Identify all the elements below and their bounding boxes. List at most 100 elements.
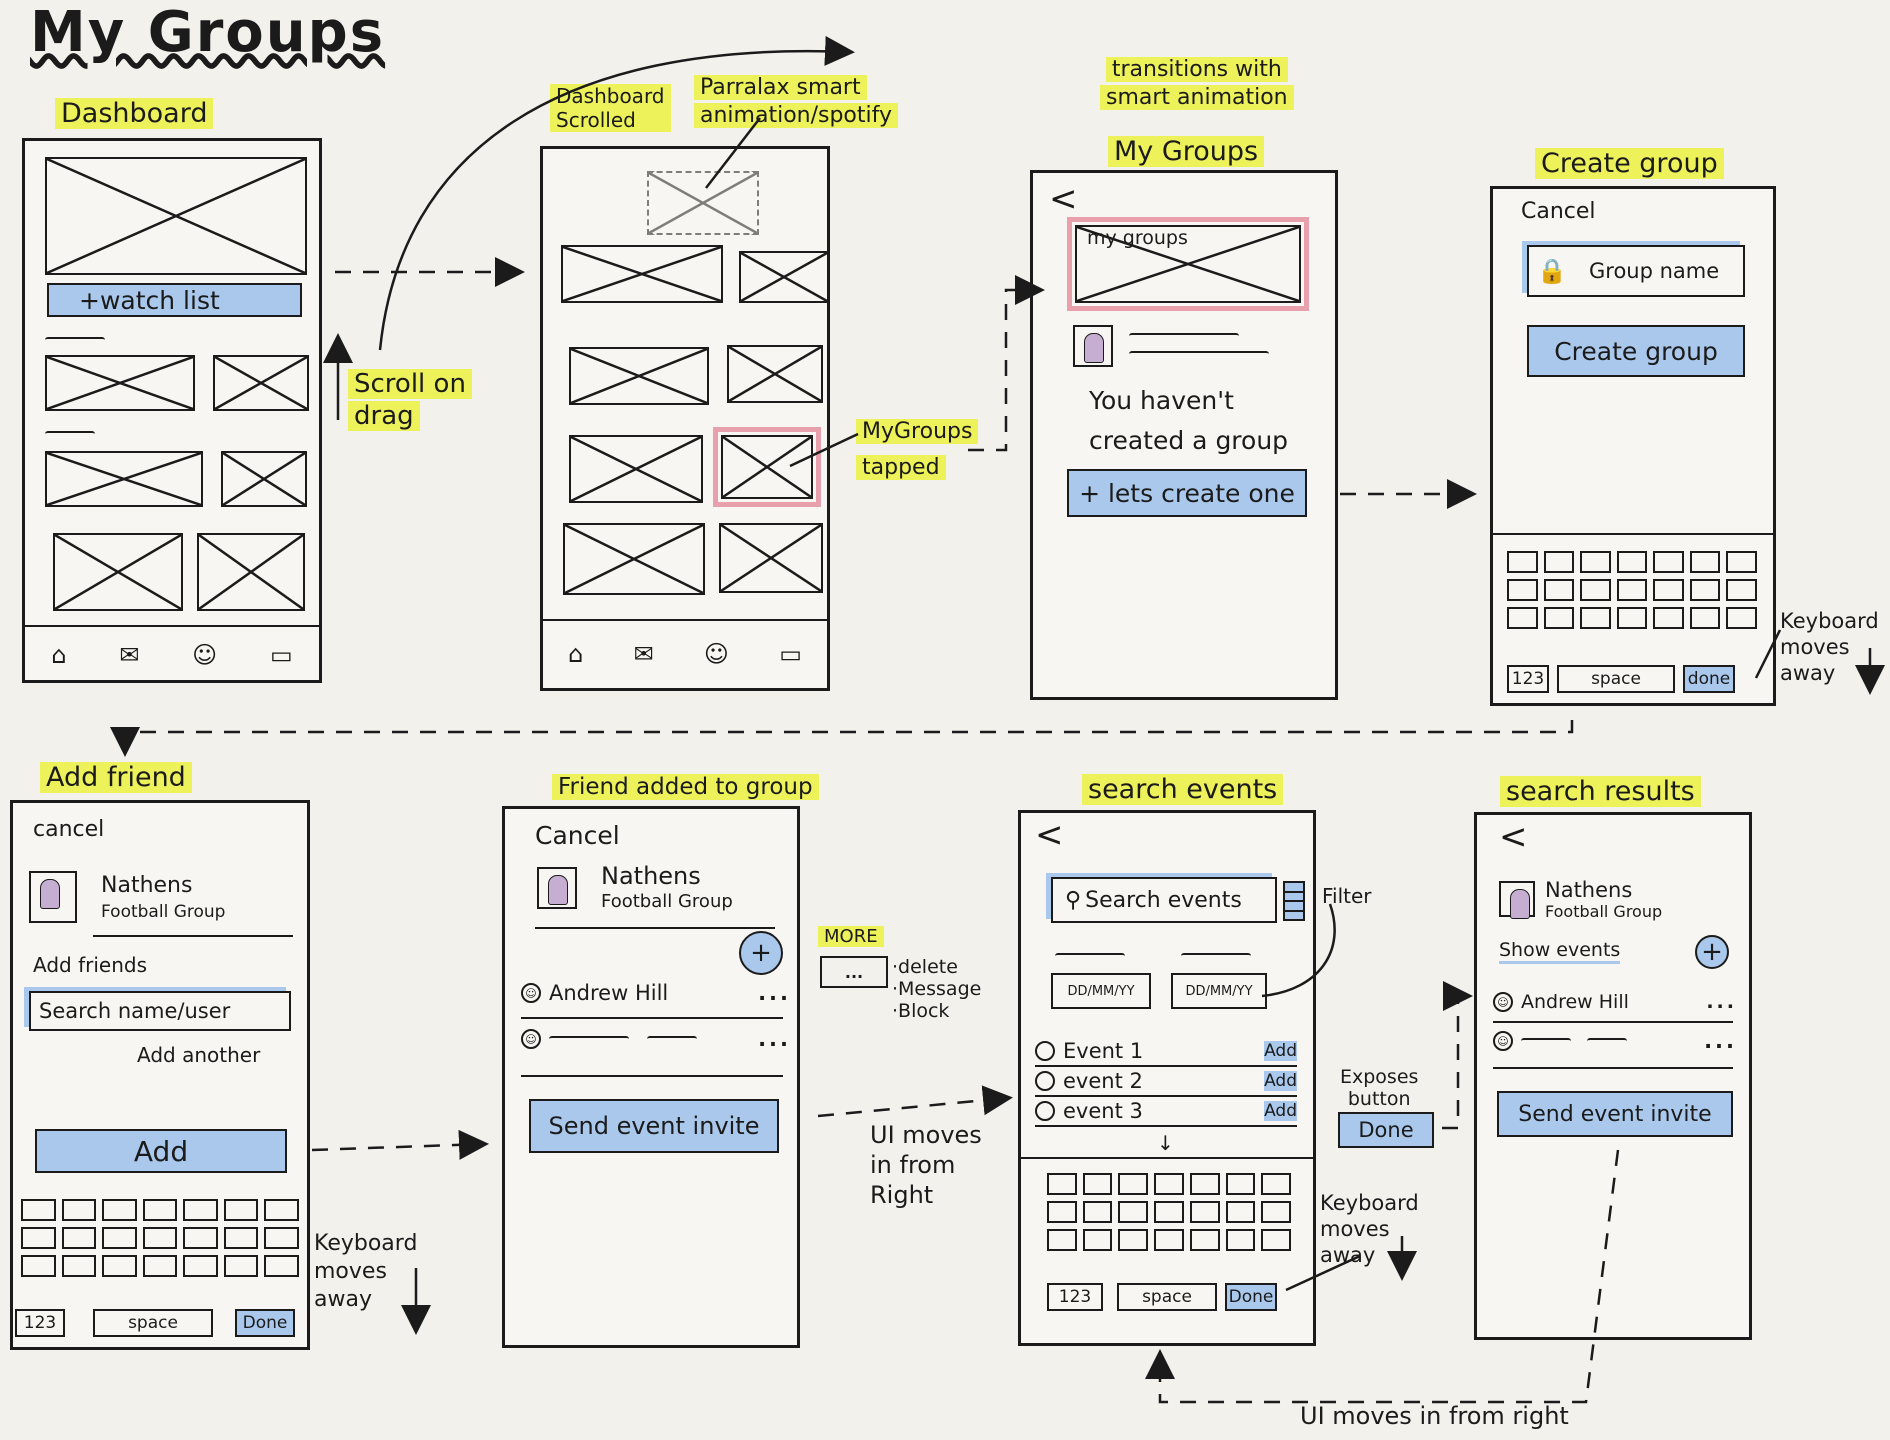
key-space[interactable]: space: [1117, 1283, 1217, 1311]
key-done[interactable]: done: [1683, 665, 1735, 693]
card-placeholder[interactable]: [213, 355, 309, 411]
arrow-scrolled-to-groups: [968, 275, 1045, 452]
filter-icon[interactable]: [1283, 881, 1305, 921]
card-placeholder[interactable]: [53, 533, 183, 611]
card-placeholder[interactable]: [197, 533, 305, 611]
home-icon[interactable]: ⌂: [568, 640, 584, 668]
card-placeholder[interactable]: [569, 435, 703, 503]
member-name-scribble: [1587, 1038, 1627, 1044]
keyboard-keys[interactable]: [21, 1199, 299, 1277]
card-placeholder[interactable]: [45, 451, 203, 507]
add-event-button[interactable]: Add: [1264, 1101, 1297, 1121]
scroll-note: Scroll on drag: [348, 368, 472, 432]
cancel-link[interactable]: Cancel: [1521, 199, 1596, 224]
key-123[interactable]: 123: [1507, 665, 1549, 693]
back-button[interactable]: <: [1499, 817, 1528, 857]
keyboard-bottom-row: 123 space done: [1507, 665, 1735, 693]
arrow-keyboard-pointer-top: [1754, 629, 1782, 679]
key-123[interactable]: 123: [15, 1309, 65, 1337]
card-placeholder[interactable]: [221, 451, 307, 507]
group-name-field[interactable]: Group name: [1527, 245, 1745, 297]
watch-list-button[interactable]: +watch list: [47, 283, 302, 317]
keyboard-keys[interactable]: [1507, 551, 1757, 629]
friend-search-input[interactable]: Search name/user: [29, 991, 291, 1031]
parallax-hero-placeholder: [647, 171, 759, 235]
show-events-link[interactable]: Show events: [1499, 939, 1621, 964]
dashboard-label: Dashboard: [55, 98, 214, 129]
search-results-label: search results: [1500, 776, 1701, 807]
event-row[interactable]: event 2 Add: [1035, 1067, 1297, 1097]
cancel-link[interactable]: Cancel: [535, 821, 620, 850]
key-123[interactable]: 123: [1047, 1283, 1103, 1311]
card-placeholder[interactable]: [569, 347, 709, 405]
down-arrow-icon: ↓: [1157, 1131, 1174, 1155]
radio-icon[interactable]: [1035, 1101, 1055, 1121]
group-name: Nathens Football Group: [601, 862, 733, 912]
radio-icon[interactable]: [1035, 1041, 1055, 1061]
avatar: [1073, 325, 1113, 367]
message-icon[interactable]: ▭: [779, 640, 802, 668]
arrow-parallax-pointer: [705, 117, 761, 189]
exposed-done-button[interactable]: Done: [1338, 1112, 1434, 1148]
arrow-keyboard-pointer-right: [1285, 1254, 1361, 1292]
member-row[interactable]: ☺ ...: [521, 1027, 791, 1051]
people-icon[interactable]: ☺: [192, 640, 218, 669]
member-more-button[interactable]: ...: [1706, 991, 1737, 1013]
card-placeholder[interactable]: [719, 523, 823, 593]
key-done[interactable]: Done: [1225, 1283, 1277, 1311]
card-placeholder[interactable]: [45, 355, 195, 411]
key-space[interactable]: space: [93, 1309, 213, 1337]
my-groups-card[interactable]: [713, 427, 821, 507]
send-invite-button[interactable]: Send event invite: [1497, 1091, 1733, 1137]
key-space[interactable]: space: [1557, 665, 1675, 693]
radio-icon[interactable]: [1035, 1071, 1055, 1091]
group-avatar: [1499, 881, 1535, 919]
member-row[interactable]: ☺ Andrew Hill ...: [521, 981, 791, 1005]
member-more-button[interactable]: ...: [758, 981, 791, 1005]
add-another-link[interactable]: Add another: [137, 1043, 261, 1067]
people-icon[interactable]: ☺: [703, 640, 729, 668]
member-more-button[interactable]: ...: [758, 1027, 791, 1051]
member-more-button[interactable]: ...: [1704, 1029, 1737, 1053]
add-friend-label: Add friend: [40, 762, 192, 793]
add-event-button[interactable]: Add: [1264, 1071, 1297, 1091]
divider: [1493, 1021, 1733, 1023]
cancel-link[interactable]: cancel: [33, 817, 105, 842]
end-date-field[interactable]: DD/MM/YY: [1171, 973, 1267, 1009]
create-group-submit[interactable]: Create group: [1527, 325, 1745, 377]
divider: [93, 935, 293, 937]
card-placeholder[interactable]: [739, 251, 829, 303]
event-row[interactable]: Event 1 Add: [1035, 1037, 1297, 1067]
message-icon[interactable]: ▭: [269, 640, 293, 669]
send-invite-button[interactable]: Send event invite: [529, 1099, 779, 1153]
home-icon[interactable]: ⌂: [51, 640, 67, 669]
member-row[interactable]: ☺ ...: [1493, 1029, 1737, 1053]
keyboard-keys[interactable]: [1047, 1173, 1291, 1251]
back-button[interactable]: <: [1035, 815, 1064, 855]
add-event-button[interactable]: Add: [1264, 1041, 1297, 1061]
event-search-input[interactable]: ⚲ Search events: [1051, 877, 1277, 923]
chat-icon[interactable]: ✉: [119, 640, 140, 669]
add-friends-heading: Add friends: [33, 953, 147, 977]
group-avatar: [29, 871, 77, 923]
keyboard-divider: [1493, 533, 1773, 535]
date-label-scribble: [1055, 953, 1125, 959]
keyboard-divider: [1021, 1157, 1313, 1159]
key-done[interactable]: Done: [235, 1309, 295, 1337]
card-placeholder[interactable]: [561, 245, 723, 303]
my-groups-label: My Groups: [1108, 136, 1265, 167]
chat-icon[interactable]: ✉: [633, 640, 654, 668]
event-row[interactable]: event 3 Add: [1035, 1097, 1297, 1127]
create-group-button[interactable]: + lets create one: [1067, 469, 1307, 517]
card-placeholder[interactable]: [563, 523, 705, 595]
member-row[interactable]: ☺ Andrew Hill ...: [1493, 991, 1737, 1013]
start-date-field[interactable]: DD/MM/YY: [1051, 973, 1151, 1009]
add-member-button[interactable]: +: [739, 931, 783, 975]
bottom-nav: ⌂ ✉ ☺ ▭: [25, 625, 319, 682]
card-placeholder[interactable]: [727, 345, 823, 403]
back-button[interactable]: <: [1049, 179, 1078, 219]
add-button[interactable]: Add: [35, 1129, 287, 1173]
add-member-button[interactable]: +: [1695, 935, 1729, 969]
empty-state-text: You haven't created a group: [1089, 386, 1289, 455]
member-avatar-icon: ☺: [1493, 992, 1513, 1012]
